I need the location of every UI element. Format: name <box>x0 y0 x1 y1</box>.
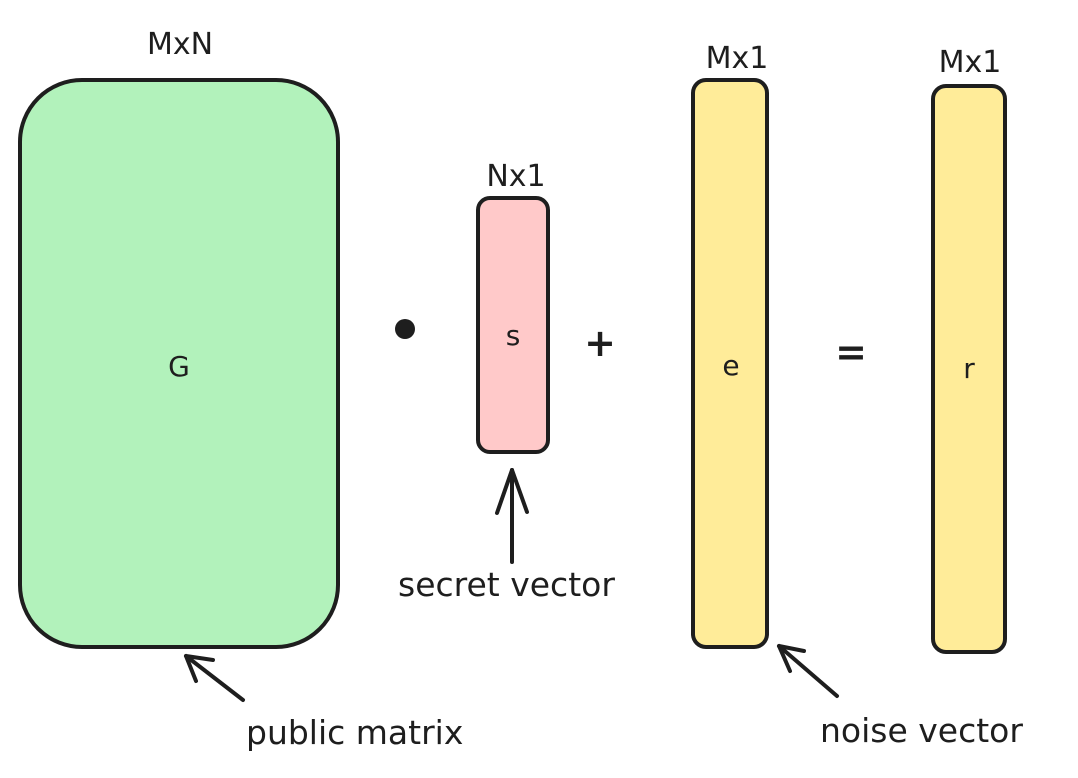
secret-vector-caption: secret vector <box>398 565 615 604</box>
vector-e-label: e <box>722 349 739 382</box>
vector-e-block <box>691 78 769 649</box>
noise-vector-arrow <box>777 644 839 698</box>
public-matrix-arrow <box>184 654 245 702</box>
matrix-g: MxN G <box>18 27 340 649</box>
matrix-g-label: G <box>168 350 190 383</box>
vector-r-block <box>931 84 1007 654</box>
public-matrix-caption: public matrix <box>246 713 463 752</box>
matrix-g-dimension: MxN <box>147 27 213 62</box>
vector-e-dimension: Mx1 <box>706 41 769 76</box>
vector-s-dimension: Nx1 <box>486 159 545 194</box>
multiply-dot-operator <box>395 319 415 339</box>
vector-r: Mx1 r <box>931 45 1007 654</box>
plus-operator: + <box>584 321 616 365</box>
noise-vector-caption: noise vector <box>820 711 1023 750</box>
vector-s-label: s <box>506 319 521 352</box>
secret-vector-arrow <box>495 468 529 564</box>
vector-e: Mx1 e <box>691 41 769 649</box>
vector-s-block <box>476 196 550 454</box>
vector-r-dimension: Mx1 <box>939 45 1002 80</box>
matrix-g-block <box>18 78 340 649</box>
equals-operator: = <box>835 330 867 374</box>
vector-s: Nx1 s <box>476 159 550 454</box>
vector-r-label: r <box>963 352 975 385</box>
